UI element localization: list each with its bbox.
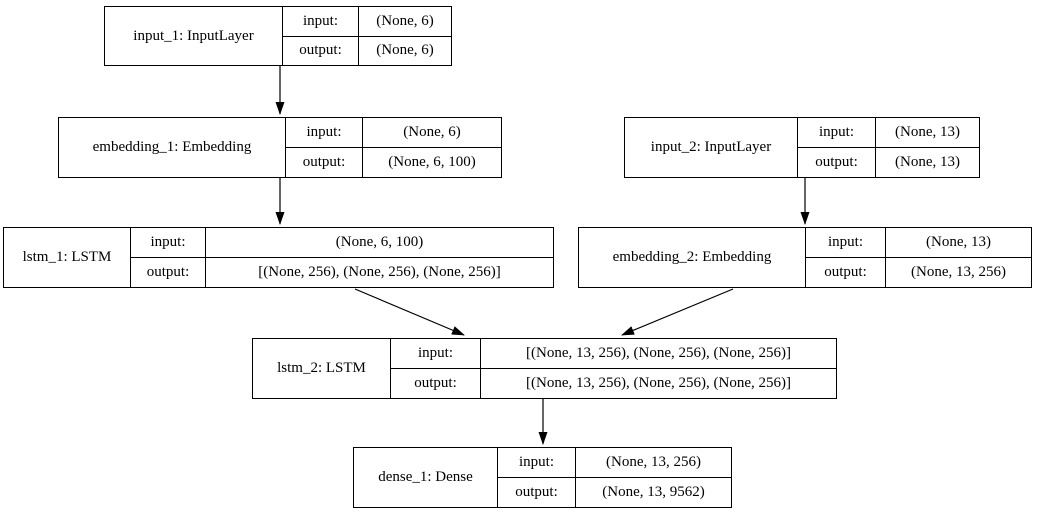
layer-name: lstm_1: LSTM [4,228,131,287]
output-shape: (None, 13, 256) [911,264,1006,280]
io-value-column: [(None, 13, 256), (None, 256), (None, 25… [481,339,836,398]
input-key-label: input: [283,7,358,37]
input-key-label: input: [498,448,575,478]
input-key-label: input: [131,228,205,258]
layer-name: embedding_1: Embedding [59,118,286,177]
io-value-column: (None, 6) (None, 6, 100) [363,118,501,177]
output-shape: (None, 13) [895,154,960,170]
layer-name: input_2: InputLayer [625,118,798,177]
layer-name: lstm_2: LSTM [253,339,391,398]
layer-node-embedding-1: embedding_1: Embedding input: output: (N… [58,117,502,178]
edge-lstm_1-lstm_2 [354,288,465,336]
output-key-label: output: [302,154,346,170]
output-shape: (None, 13, 9562) [602,484,705,500]
output-key-label: output: [146,264,190,280]
input-shape: (None, 6, 100) [206,228,553,258]
input-shape: (None, 13) [886,228,1031,258]
io-value-column: (None, 6) (None, 6) [359,7,451,65]
input-key-label: input: [798,118,875,148]
layer-node-input-1: input_1: InputLayer input: output: (None… [104,6,452,66]
input-key-label: input: [391,339,480,369]
layer-name: embedding_2: Embedding [579,228,806,287]
input-key-label: input: [806,228,885,258]
output-shape: (None, 6) [376,42,434,59]
layer-node-lstm-1: lstm_1: LSTM input: output: (None, 6, 10… [3,227,554,288]
layer-node-lstm-2: lstm_2: LSTM input: output: [(None, 13, … [252,338,837,399]
input-shape: (None, 6) [363,118,501,148]
input-shape: (None, 13, 256) [576,448,731,478]
output-shape: (None, 6, 100) [388,154,476,170]
input-shape: (None, 13) [876,118,979,148]
io-value-column: (None, 13, 256) (None, 13, 9562) [576,448,731,507]
output-key-label: output: [824,264,867,280]
io-value-column: (None, 13) (None, 13) [876,118,979,177]
io-key-column: input: output: [798,118,876,177]
layer-node-input-2: input_2: InputLayer input: output: (None… [624,117,980,178]
layer-name: dense_1: Dense [354,448,498,507]
io-key-column: input: output: [131,228,206,287]
layer-node-embedding-2: embedding_2: Embedding input: output: (N… [578,227,1032,288]
io-value-column: (None, 13) (None, 13, 256) [886,228,1031,287]
io-value-column: (None, 6, 100) [(None, 256), (None, 256)… [206,228,553,287]
io-key-column: input: output: [286,118,363,177]
io-key-column: input: output: [391,339,481,398]
io-key-column: input: output: [806,228,886,287]
io-key-column: input: output: [498,448,576,507]
edge-embedding_2-lstm_2 [621,288,734,336]
output-shape: [(None, 256), (None, 256), (None, 256)] [258,264,501,280]
io-key-column: input: output: [283,7,359,65]
output-shape: [(None, 13, 256), (None, 256), (None, 25… [526,375,791,391]
layer-node-dense-1: dense_1: Dense input: output: (None, 13,… [353,447,732,508]
output-key-label: output: [299,42,342,59]
input-key-label: input: [286,118,362,148]
layer-name: input_1: InputLayer [105,7,283,65]
input-shape: [(None, 13, 256), (None, 256), (None, 25… [481,339,836,369]
output-key-label: output: [815,154,858,170]
output-key-label: output: [515,484,558,500]
output-key-label: output: [414,375,457,391]
input-shape: (None, 6) [359,7,451,37]
